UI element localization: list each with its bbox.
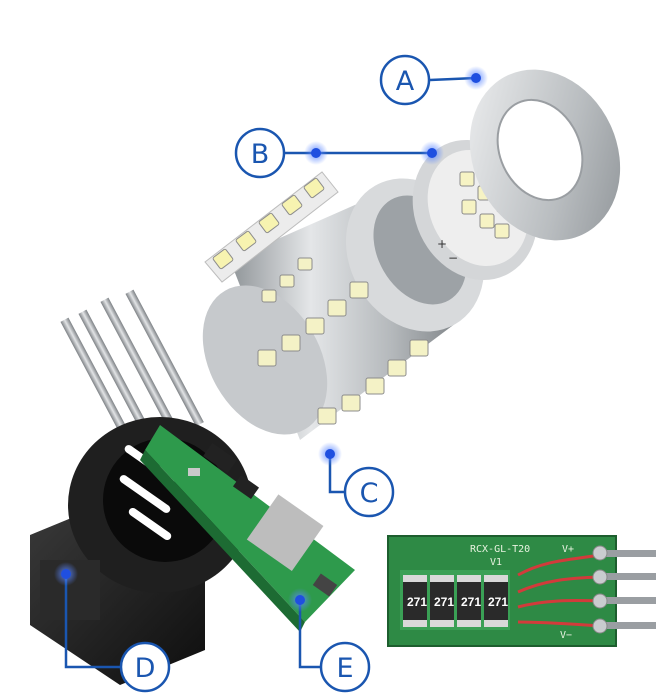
board-plus-mark: + <box>437 237 447 251</box>
pcb-resistors: 271 271 271 271 <box>403 575 508 627</box>
board-minus-mark: − <box>448 251 458 265</box>
lens-ring <box>469 69 621 241</box>
led-strip <box>204 171 339 283</box>
callout-a: A <box>379 54 431 106</box>
pcb-inset: RCX-GL-T20 V1 V+ V− 271 271 271 271 <box>387 535 656 647</box>
resistor-label: 271 <box>407 595 427 609</box>
wire-leads <box>60 289 204 447</box>
driver-pcb <box>140 425 355 632</box>
callout-label-e: E <box>336 653 353 684</box>
callout-label-a: A <box>396 66 415 97</box>
pcb-model-label: RCX-GL-T20 <box>470 544 530 555</box>
led-housing <box>202 178 485 440</box>
pcb-leads <box>517 553 601 628</box>
callout-label-c: C <box>360 478 379 509</box>
pcb-version-label: V1 <box>490 557 502 568</box>
callout-label-d: D <box>135 653 156 684</box>
pcb-plus-label: V+ <box>562 544 574 555</box>
callout-c: C <box>343 466 395 518</box>
resistor-label: 271 <box>488 595 508 609</box>
callout-label-b: B <box>251 139 270 170</box>
callout-d: D <box>119 641 171 693</box>
resistor-label: 271 <box>434 595 454 609</box>
callout-b: B <box>234 127 286 179</box>
pcb-minus-label: V− <box>560 630 572 641</box>
callout-dots <box>54 66 488 612</box>
resistor-label: 271 <box>461 595 481 609</box>
callout-e: E <box>319 641 371 693</box>
pcb-wire-ends <box>592 545 656 634</box>
